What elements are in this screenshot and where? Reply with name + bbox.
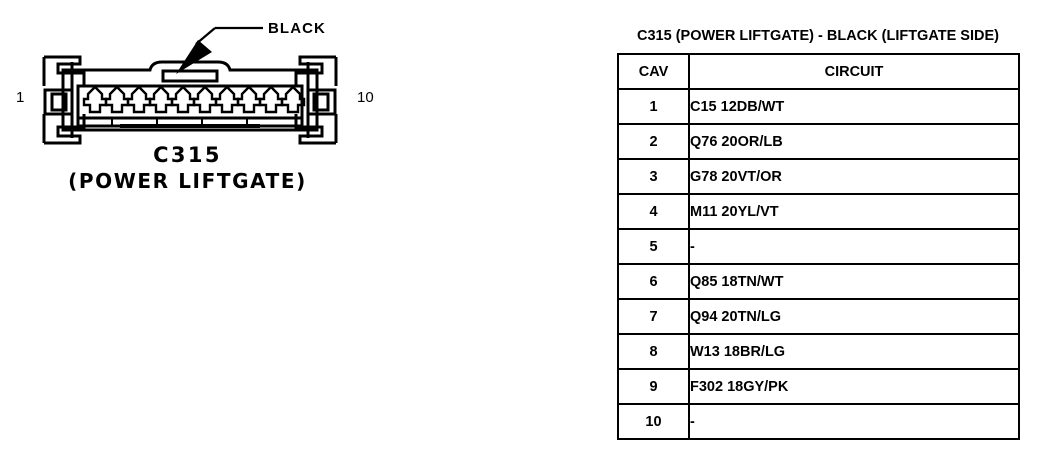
cavity-10 [280, 85, 306, 114]
cell-circuit: Q76 20OR/LB [688, 123, 1020, 160]
cell-circuit: - [688, 403, 1020, 440]
cavity-4 [148, 85, 174, 114]
cell-cav: 9 [617, 368, 690, 405]
table-row: 5- [617, 228, 1020, 265]
cell-cav: 1 [617, 88, 690, 125]
cell-cav: 6 [617, 263, 690, 300]
black-callout-leader [176, 26, 263, 74]
pin-number-last: 10 [357, 89, 374, 106]
cell-circuit: Q94 20TN/LG [688, 298, 1020, 335]
lower-rail-bar [120, 124, 260, 128]
cell-circuit: Q85 18TN/WT [688, 263, 1020, 300]
cavity-2 [104, 85, 130, 114]
cell-circuit: - [688, 228, 1020, 265]
table-header-row: CAV CIRCUIT [617, 53, 1020, 90]
table-title: C315 (POWER LIFTGATE) - BLACK (LIFTGATE … [637, 28, 999, 44]
cavity-9 [258, 85, 284, 114]
connector-shell [42, 55, 338, 145]
connector-caption-name: (POWER LIFTGATE) [68, 168, 307, 193]
column-header-circuit: CIRCUIT [688, 53, 1020, 90]
cavity-table-panel: C315 (POWER LIFTGATE) - BLACK (LIFTGATE … [617, 26, 1020, 440]
cavity-6 [192, 85, 218, 114]
cell-cav: 2 [617, 123, 690, 160]
cell-circuit: F302 18GY/PK [688, 368, 1020, 405]
connector-caption-id: C315 [153, 143, 222, 167]
cell-circuit: G78 20VT/OR [688, 158, 1020, 195]
cell-cav: 8 [617, 333, 690, 370]
cell-circuit: W13 18BR/LG [688, 333, 1020, 370]
cavity-3 [126, 85, 152, 114]
cell-cav: 7 [617, 298, 690, 335]
table-row: 10- [617, 403, 1020, 440]
connector-caption: C315 (POWER LIFTGATE) [0, 142, 375, 194]
column-header-cav: CAV [617, 53, 690, 90]
cell-cav: 5 [617, 228, 690, 265]
cell-cav: 3 [617, 158, 690, 195]
connector-color-callout: BLACK [268, 20, 326, 37]
cavity-7 [214, 85, 240, 114]
cavity-5 [170, 85, 196, 114]
cell-cav: 4 [617, 193, 690, 230]
cell-cav: 10 [617, 403, 690, 440]
cell-circuit: M11 20YL/VT [688, 193, 1020, 230]
connector-drawing [42, 26, 338, 145]
cavity-group [82, 85, 306, 114]
cavity-8 [236, 85, 262, 114]
connector-diagram: 1 10 BLACK C315 (POWER LIFTGATE) [0, 0, 380, 210]
cavity-1 [82, 85, 108, 114]
pin-number-first: 1 [16, 89, 25, 106]
cell-circuit: C15 12DB/WT [688, 88, 1020, 125]
